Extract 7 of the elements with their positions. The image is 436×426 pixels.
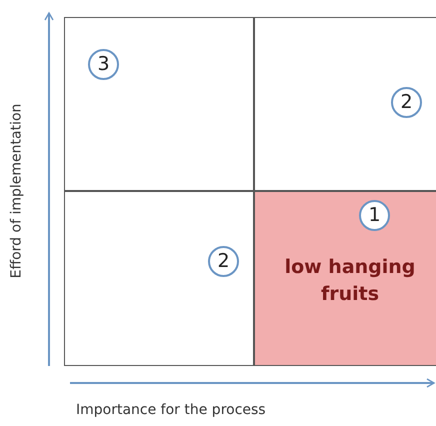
- quadrant-box: [254, 17, 436, 191]
- quadrant-label: low hanging fruits: [284, 255, 416, 307]
- axis-label: Importance for the process: [76, 401, 266, 420]
- highlighted-quadrant: [254, 191, 436, 366]
- quadrant-box: [64, 191, 254, 366]
- quadrant-box: [64, 17, 254, 191]
- axis-label: Efford of implementation: [8, 104, 26, 278]
